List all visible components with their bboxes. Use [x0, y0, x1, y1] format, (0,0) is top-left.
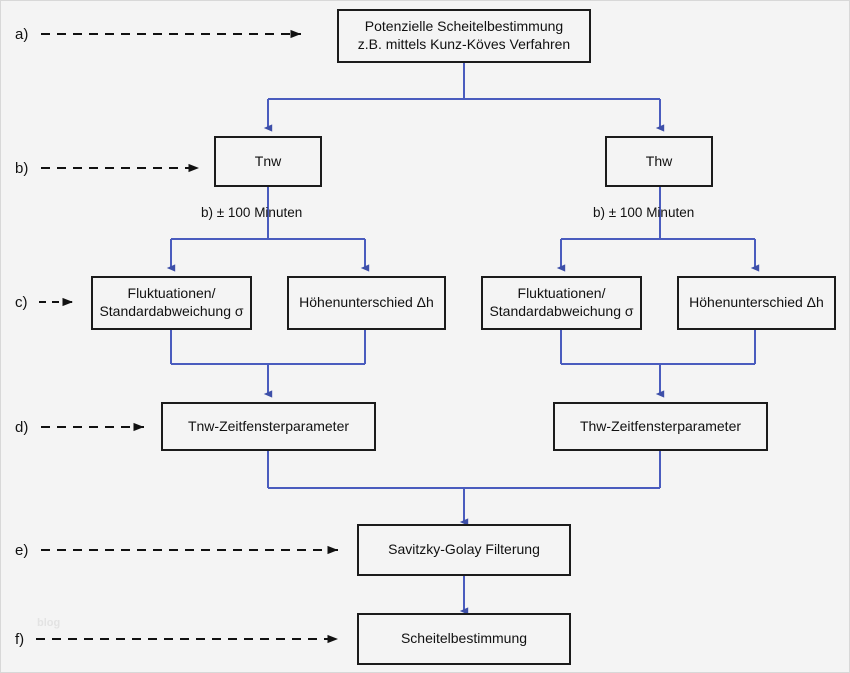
node-scheitelbestimmung-label: Scheitelbestimmung — [400, 630, 528, 647]
edge-label-right-minutes: b) ± 100 Minuten — [593, 205, 695, 220]
connector-params-merge — [267, 451, 661, 526]
node-fluktuationen-right-line1: Fluktuationen/ — [517, 285, 606, 302]
node-hoehenunterschied-right[interactable]: Höhenunterschied Δh — [677, 276, 836, 330]
node-savitzky-golay-filterung[interactable]: Savitzky-Golay Filterung — [357, 524, 571, 576]
node-tnw-zeitfensterparameter[interactable]: Tnw-Zeitfensterparameter — [161, 402, 376, 451]
step-label-a: a) — [15, 26, 29, 43]
node-potenzielle-scheitelbestimmung[interactable]: Potenzielle Scheitelbestimmung z.B. mitt… — [337, 9, 591, 63]
step-label-b: b) — [15, 160, 29, 177]
node-scheitelbestimmung[interactable]: Scheitelbestimmung — [357, 613, 571, 665]
node-fluktuationen-left[interactable]: Fluktuationen/ Standardabweichung σ — [91, 276, 252, 330]
connector-thw-split — [556, 187, 760, 272]
node-fluktuationen-right-line2: Standardabweichung σ — [489, 303, 634, 319]
node-thw-zeitfensterparameter-label: Thw-Zeitfensterparameter — [579, 417, 742, 434]
node-savitzky-golay-label: Savitzky-Golay Filterung — [388, 541, 540, 558]
connector-right-merge — [560, 330, 756, 398]
connector-tnw-split — [166, 187, 370, 272]
node-hoehenunterschied-right-label: Höhenunterschied Δh — [689, 294, 824, 311]
node-tnw-zeitfensterparameter-label: Tnw-Zeitfensterparameter — [187, 417, 350, 434]
step-label-c: c) — [15, 294, 28, 311]
step-label-f: f) — [15, 631, 25, 648]
step-label-d: d) — [15, 419, 29, 436]
node-hoehenunterschied-left-label: Höhenunterschied Δh — [299, 294, 434, 311]
node-fluktuationen-left-line1: Fluktuationen/ — [127, 285, 216, 302]
node-fluktuationen-right[interactable]: Fluktuationen/ Standardabweichung σ — [481, 276, 642, 330]
edge-label-left-minutes: b) ± 100 Minuten — [201, 205, 303, 220]
node-tnw[interactable]: Tnw — [214, 136, 322, 187]
node-potenzielle-line2: z.B. mittels Kunz-Köves Verfahren — [357, 36, 571, 52]
node-hoehenunterschied-left[interactable]: Höhenunterschied Δh — [287, 276, 446, 330]
node-thw-label: Thw — [645, 152, 673, 169]
node-thw-zeitfensterparameter[interactable]: Thw-Zeitfensterparameter — [553, 402, 768, 451]
connector-top-split — [263, 63, 665, 132]
node-fluktuationen-left-line2: Standardabweichung σ — [99, 303, 244, 319]
step-label-e: e) — [15, 542, 29, 559]
connector-left-merge — [170, 330, 366, 398]
node-potenzielle-line1: Potenzielle Scheitelbestimmung — [364, 18, 564, 35]
node-tnw-label: Tnw — [254, 152, 282, 169]
watermark-text: blog — [37, 617, 61, 629]
node-thw[interactable]: Thw — [605, 136, 713, 187]
